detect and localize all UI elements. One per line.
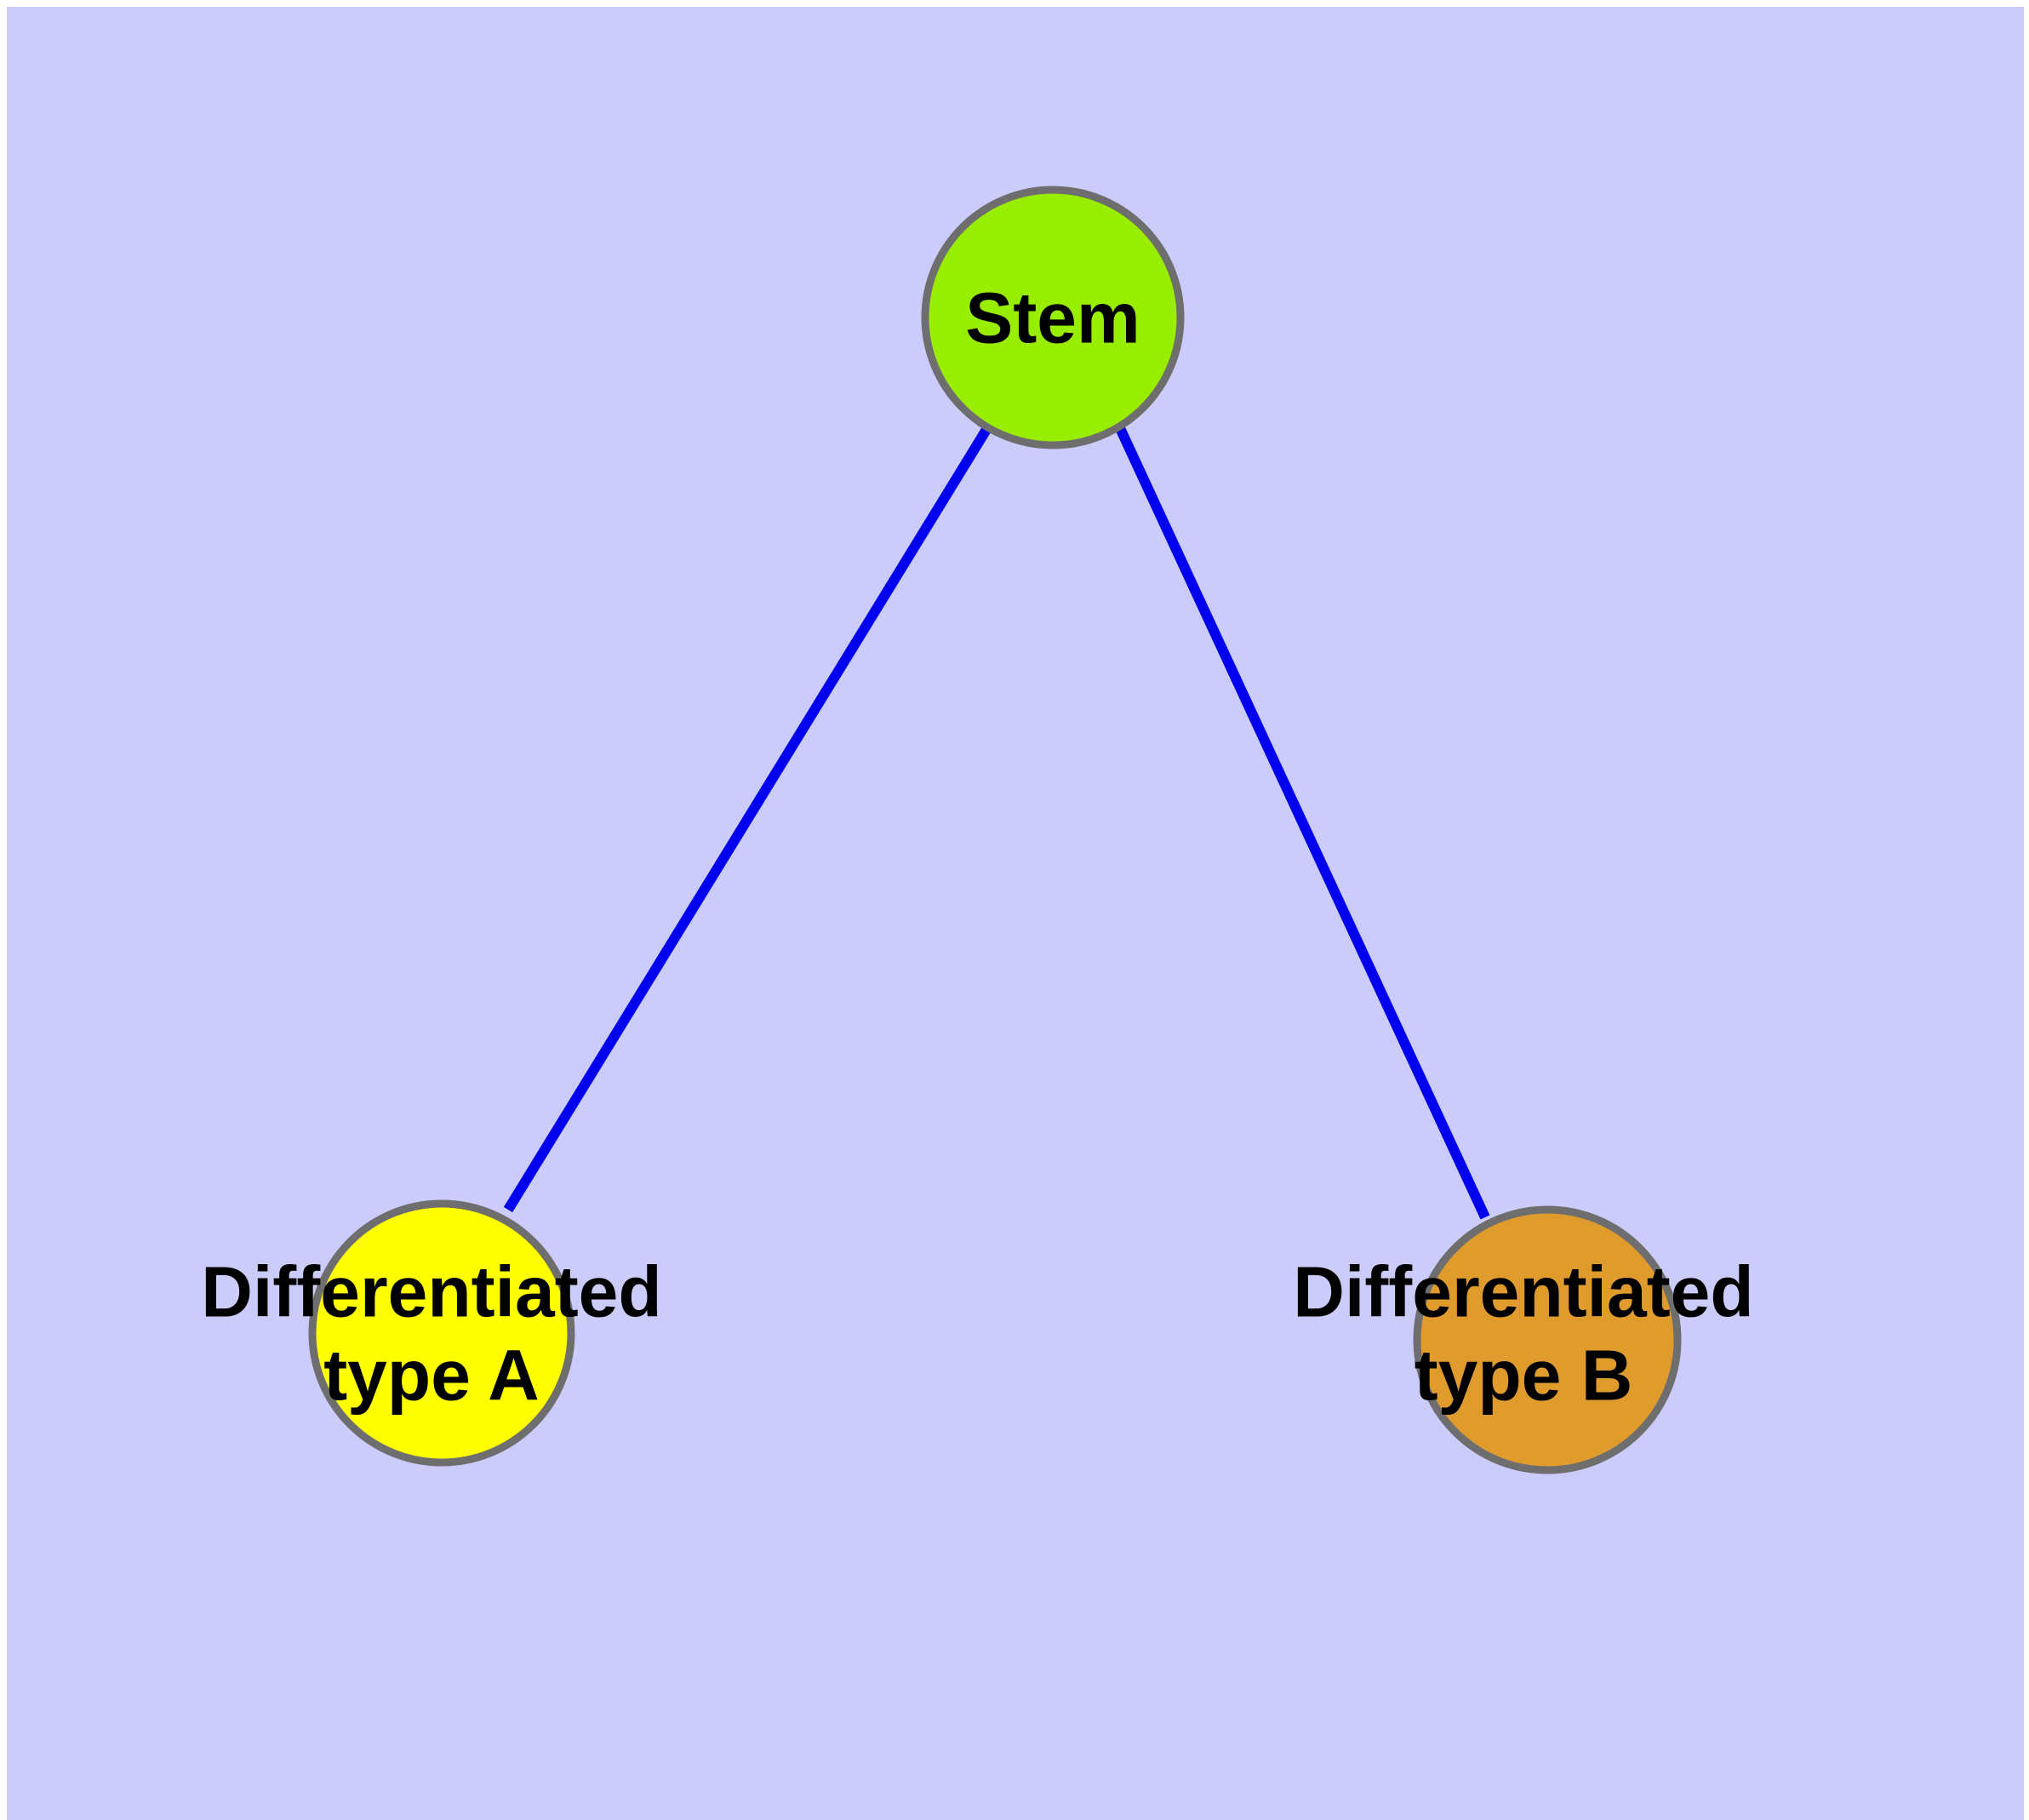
node-differentiated-type-b-circle[interactable]	[1413, 1205, 1682, 1474]
node-differentiated-type-a-circle[interactable]	[308, 1199, 575, 1467]
node-stem-label: Stem	[965, 278, 1140, 358]
node-stem-circle[interactable]	[921, 186, 1185, 449]
edge-stem-to-differentiated-type-b[interactable]	[1115, 426, 1490, 1220]
node-layer	[308, 186, 1682, 1474]
edge-stem-to-differentiated-type-a[interactable]	[503, 425, 992, 1213]
edge-layer	[503, 425, 1490, 1220]
